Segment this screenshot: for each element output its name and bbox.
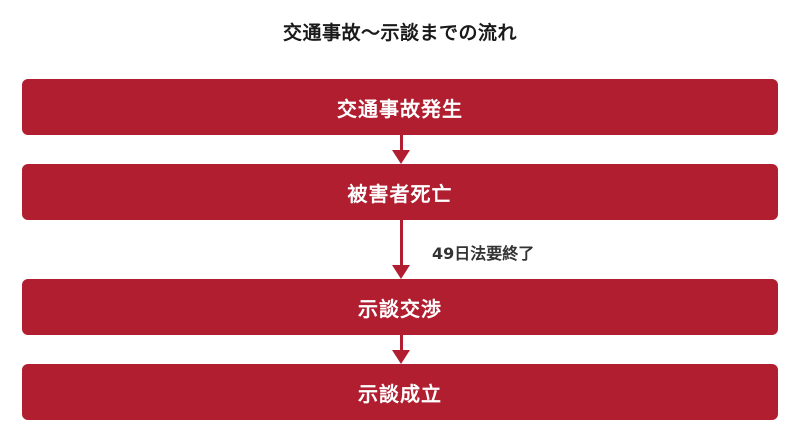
arrow-3 — [392, 335, 410, 364]
arrow-1 — [392, 135, 410, 164]
arrow-2 — [392, 220, 410, 279]
step-victim-death: 被害者死亡 — [22, 164, 778, 220]
arrow-label-memorial: 49日法要終了 — [432, 244, 535, 263]
step-settlement-negotiation: 示談交渉 — [22, 279, 778, 335]
step-settlement-reached: 示談成立 — [22, 364, 778, 420]
diagram-title: 交通事故〜示談までの流れ — [282, 22, 517, 44]
step-accident-occurs: 交通事故発生 — [22, 79, 778, 135]
